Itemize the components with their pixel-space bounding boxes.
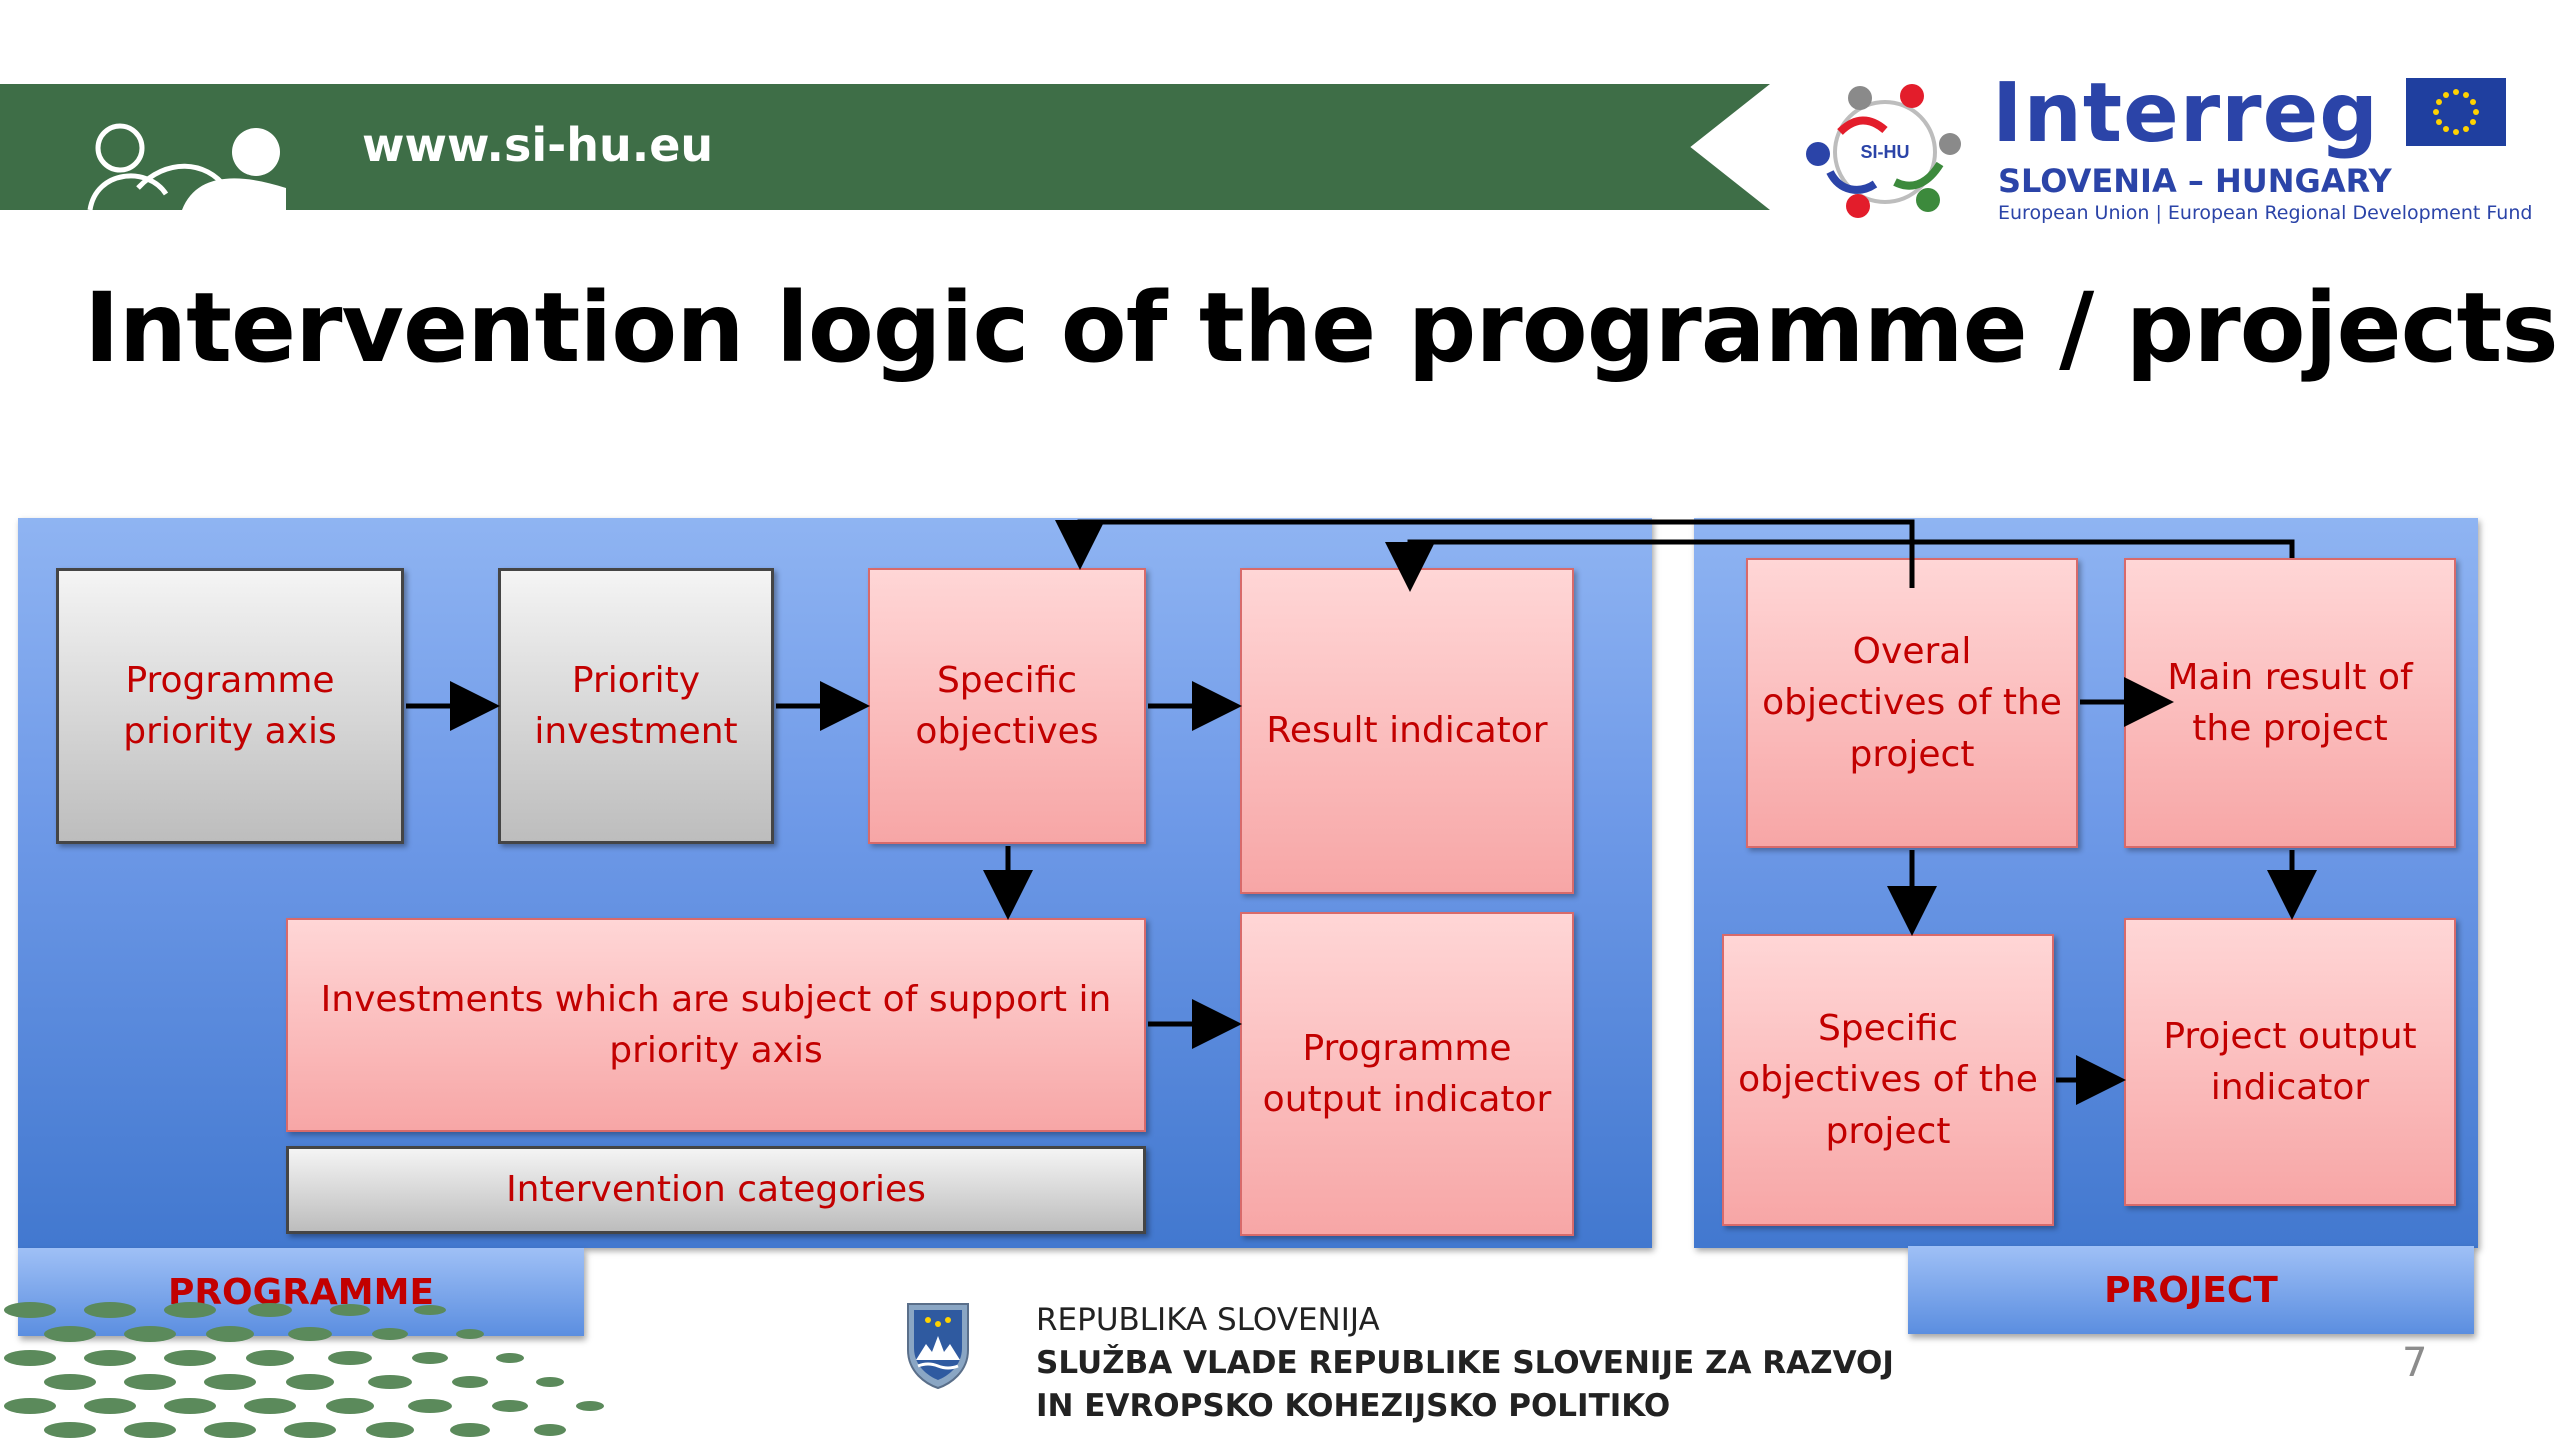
page-title: Intervention logic of the programme / pr… xyxy=(84,272,2559,384)
programme-output-indicator-label: Programme output indicator xyxy=(1262,1027,1552,1120)
interreg-logo: SI-HU Interreg SLOVENIA – HUNGARY Europe… xyxy=(1800,66,2532,232)
project-output-indicator-label: Project output indicator xyxy=(2163,1015,2417,1108)
footer-office-label-line2: IN EVROPSKO KOHEZIJSKO POLITIKO xyxy=(1036,1388,1671,1424)
intervention-categories-box: Intervention categories xyxy=(286,1146,1146,1234)
project-tab: PROJECT xyxy=(1908,1246,2474,1334)
main-result-label: Main result of the project xyxy=(2167,656,2413,749)
programme-tab: PROGRAMME xyxy=(18,1248,584,1336)
si-hu-mark-label: SI-HU xyxy=(1861,142,1910,162)
programme-priority-axis-box: Programme priority axis xyxy=(56,568,404,844)
overall-objectives-box: Overal objectives of the project xyxy=(1746,558,2078,848)
priority-investment-label: Priority investment xyxy=(534,659,738,752)
footer-republic-label: REPUBLIKA SLOVENIJA xyxy=(1036,1302,1380,1338)
project-specific-objectives-box: Specific objectives of the project xyxy=(1722,934,2054,1226)
header-ribbon xyxy=(0,84,1770,210)
specific-objectives-box: Specific objectives xyxy=(868,568,1146,844)
si-hu-emblem-icon: SI-HU xyxy=(1806,84,1961,218)
intervention-categories-label: Intervention categories xyxy=(506,1169,926,1211)
project-tab-label: PROJECT xyxy=(2104,1269,2278,1311)
main-result-box: Main result of the project xyxy=(2124,558,2456,848)
specific-objectives-label: Specific objectives xyxy=(915,659,1099,752)
overall-objectives-label: Overal objectives of the project xyxy=(1762,631,2062,775)
programme-priority-axis-label: Programme priority axis xyxy=(123,659,337,752)
footer-office-label-line1: SLUŽBA VLADE REPUBLIKE SLOVENIJE ZA RAZV… xyxy=(1036,1345,1894,1381)
eu-flag-icon xyxy=(2406,78,2506,146)
programme-tab-label: PROGRAMME xyxy=(167,1271,435,1313)
project-specific-objectives-label: Specific objectives of the project xyxy=(1738,1008,2038,1152)
site-url-link[interactable]: www.si-hu.eu xyxy=(362,118,714,172)
programme-output-indicator-box: Programme output indicator xyxy=(1240,912,1574,1236)
investments-label: Investments which are subject of support… xyxy=(320,978,1112,1071)
slovenia-coat-of-arms-icon xyxy=(907,1303,969,1390)
result-indicator-box: Result indicator xyxy=(1240,568,1574,894)
interreg-country-label: SLOVENIA – HUNGARY xyxy=(1998,162,2392,200)
dotted-pattern-decoration xyxy=(4,1302,604,1438)
interreg-wordmark: Interreg xyxy=(1992,66,2379,161)
project-output-indicator-box: Project output indicator xyxy=(2124,918,2456,1206)
people-logo-icon xyxy=(87,123,286,210)
page-number: 7 xyxy=(2402,1340,2428,1386)
priority-investment-box: Priority investment xyxy=(498,568,774,844)
investments-box: Investments which are subject of support… xyxy=(286,918,1146,1132)
interreg-fund-label: European Union | European Regional Devel… xyxy=(1998,202,2533,224)
result-indicator-label: Result indicator xyxy=(1266,710,1548,752)
